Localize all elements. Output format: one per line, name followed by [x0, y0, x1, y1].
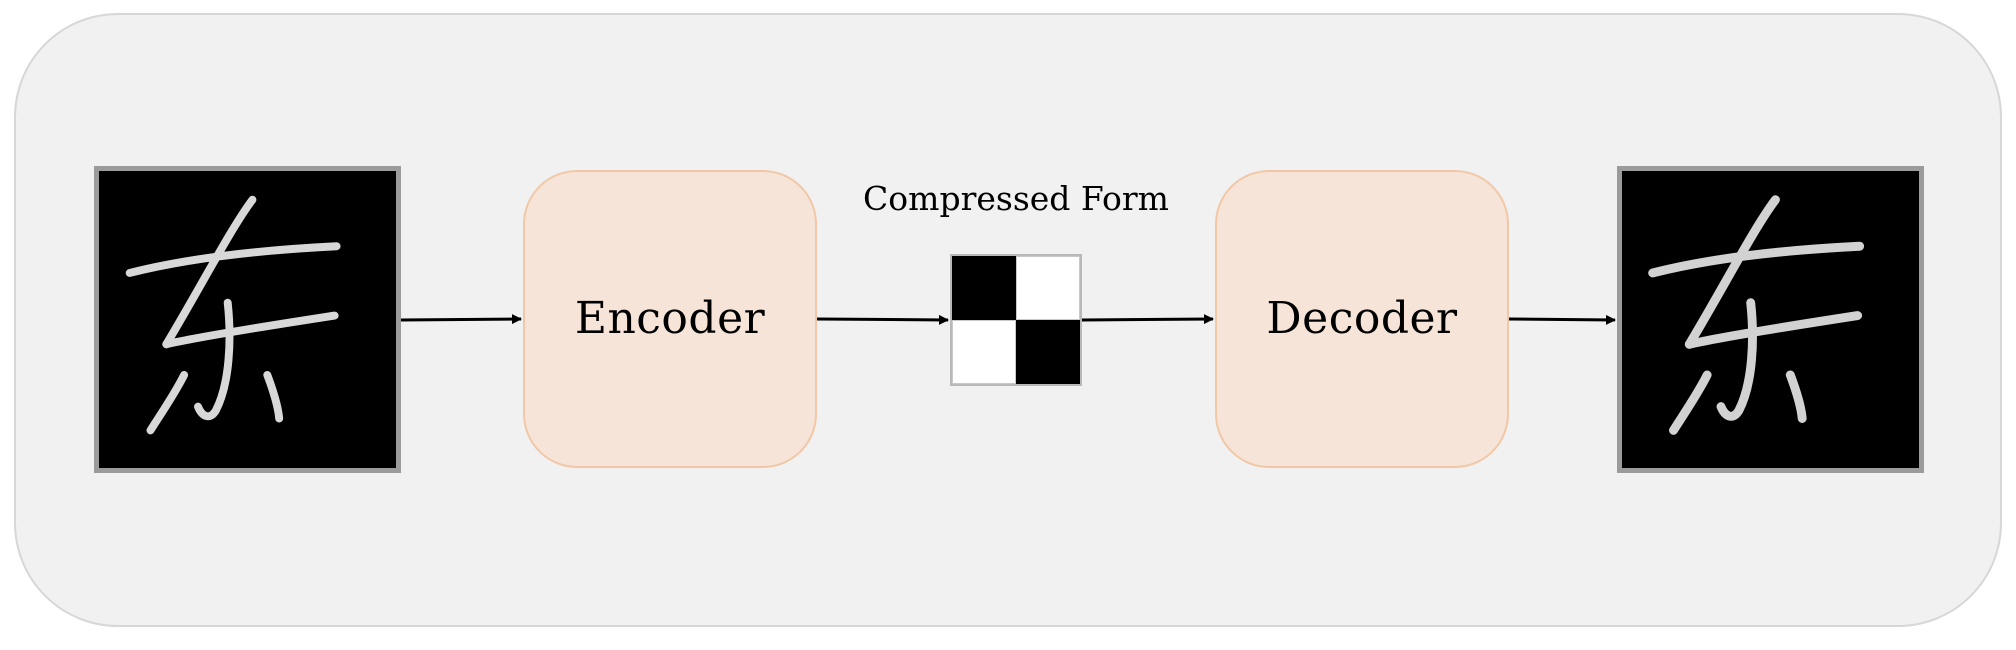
input-image [94, 166, 401, 473]
handwritten-glyph-icon [125, 195, 341, 435]
encoder-block: Encoder [523, 170, 817, 468]
decoder-block: Decoder [1215, 170, 1509, 468]
compressed-code [950, 254, 1082, 386]
encoder-label: Encoder [574, 293, 766, 344]
code-cell [1016, 320, 1080, 384]
compressed-form-caption: Compressed Form [863, 179, 1169, 218]
handwritten-glyph-icon [1648, 195, 1865, 435]
output-image [1617, 166, 1924, 473]
code-cell [952, 320, 1016, 384]
code-cell [1016, 256, 1080, 320]
decoder-label: Decoder [1266, 293, 1458, 344]
code-cell [952, 256, 1016, 320]
